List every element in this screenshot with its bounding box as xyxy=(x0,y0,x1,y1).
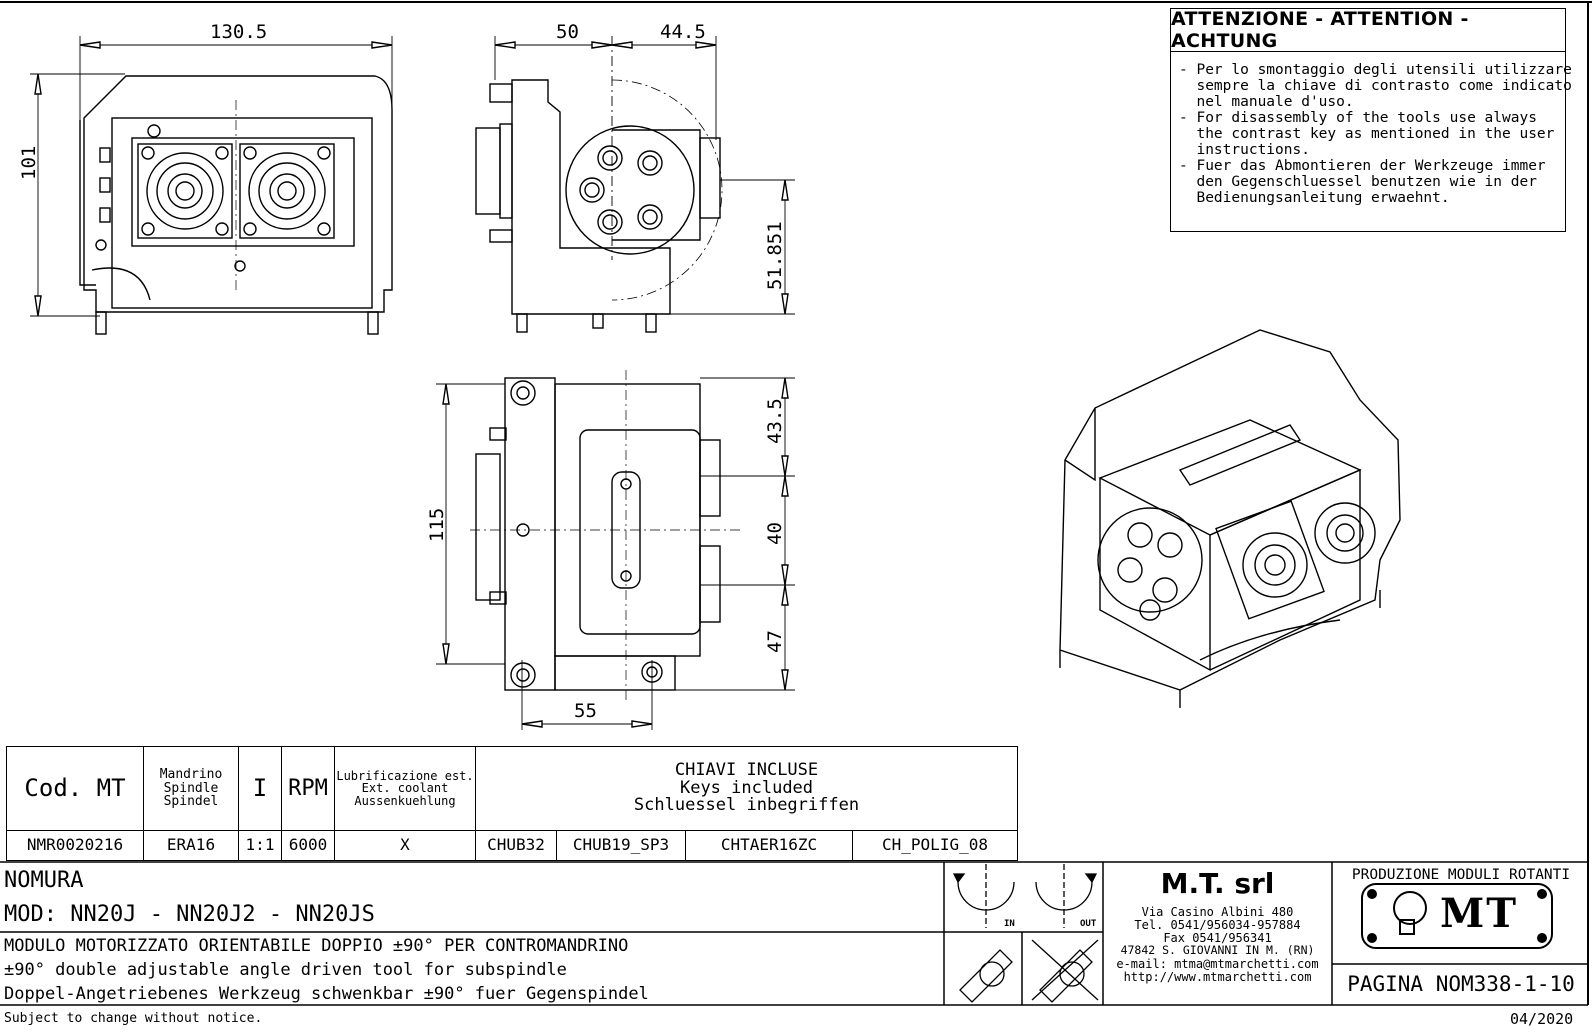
warning-line: - Per lo smontaggio degli utensili utili… xyxy=(1179,62,1572,78)
footer-date: 04/2020 xyxy=(1510,1010,1574,1028)
footer-notice: Subject to change without notice. xyxy=(4,1011,263,1026)
company-name: M.T. srl xyxy=(1160,867,1275,900)
page-number: PAGINA NOM338-1-10 xyxy=(1347,972,1575,996)
dim-right-h3: 47 xyxy=(764,630,786,653)
cell-key: CHUB19_SP3 xyxy=(556,830,686,861)
header-coolant-it: Lubrificazione est. xyxy=(336,768,474,783)
header-spindle-it: Mandrino xyxy=(159,767,223,783)
brand-title: NOMURA xyxy=(4,868,84,893)
warning-line: instructions. xyxy=(1179,142,1310,158)
company-fax: Fax 0541/956341 xyxy=(1163,931,1272,945)
warning-line: - Fuer das Abmontieren der Werkzeuge imm… xyxy=(1179,158,1546,174)
header-keys-de: Schluessel inbegriffen xyxy=(633,795,860,816)
company-address: Via Casino Albini 480 xyxy=(1141,905,1294,919)
warning-line: nel manuale d'uso. xyxy=(1179,94,1354,110)
description-en: ±90° double adjustable angle driven tool… xyxy=(4,960,567,980)
side-view xyxy=(475,36,795,333)
dim-front-height: 101 xyxy=(18,145,40,180)
header-spindle-en: Spindle xyxy=(163,780,219,796)
dim-bottom-width: 55 xyxy=(574,700,597,722)
warning-line: Bedienungsanleitung erwaehnt. xyxy=(1179,190,1450,206)
cell-coolant: X xyxy=(334,830,476,861)
mt-logo-icon xyxy=(1361,883,1553,949)
header-ratio: I xyxy=(238,746,282,831)
dim-side-width-a: 50 xyxy=(556,21,579,43)
dim-side-width-b: 44.5 xyxy=(660,21,706,43)
model-title: MOD: NN20J - NN20J2 - NN20JS xyxy=(4,902,375,927)
header-coolant: Lubrificazione est. Ext. coolant Aussenk… xyxy=(334,746,476,831)
description-it: MODULO MOTORIZZATO ORIENTABILE DOPPIO ±9… xyxy=(4,936,629,956)
title-block-frame xyxy=(0,861,1588,1006)
warning-line: den Gegenschluessel benutzen wie in der xyxy=(1179,174,1537,190)
dim-side-height: 51.851 xyxy=(764,221,786,290)
header-rpm: RPM xyxy=(281,746,335,831)
front-view xyxy=(30,36,393,335)
description-de: Doppel-Angetriebenes Werkzeug schwenkbar… xyxy=(4,984,649,1004)
header-keys: CHIAVI INCLUSE Keys included Schluessel … xyxy=(475,746,1018,831)
header-spindle: Mandrino Spindle Spindel xyxy=(143,746,239,831)
header-spindle-de: Spindel xyxy=(163,794,219,810)
company-email[interactable]: e-mail: mtma@mtmarchetti.com xyxy=(1116,957,1319,971)
cell-spindle: ERA16 xyxy=(143,830,239,861)
header-cod: Cod. MT xyxy=(6,746,144,831)
warning-line: sempre la chiave di contrasto come indic… xyxy=(1179,78,1572,94)
rotation-in-label: IN xyxy=(1004,919,1015,929)
division-label: PRODUZIONE MODULI ROTANTI xyxy=(1351,867,1571,883)
logo-text: MT xyxy=(1440,890,1519,937)
warning-line: - For disassembly of the tools use alway… xyxy=(1179,110,1537,126)
rotation-out-label: OUT xyxy=(1080,919,1097,929)
cell-cod: NMR0020216 xyxy=(6,830,144,861)
top-view xyxy=(436,370,795,730)
rotation-icons xyxy=(952,864,1099,1003)
warning-line: the contrast key as mentioned in the use… xyxy=(1179,126,1555,142)
warning-box: ATTENZIONE - ATTENTION - ACHTUNG - Per l… xyxy=(1170,8,1572,232)
isometric-view xyxy=(1059,329,1401,708)
dim-front-width: 130.5 xyxy=(210,21,268,43)
header-coolant-en: Ext. coolant xyxy=(361,781,449,796)
dim-right-h2: 40 xyxy=(764,522,786,545)
company-tel: Tel. 0541/956034-957884 xyxy=(1134,918,1301,932)
header-keys-en: Keys included xyxy=(679,777,814,798)
cell-rpm: 6000 xyxy=(281,830,335,861)
cell-key: CHTAER16ZC xyxy=(685,830,853,861)
dim-top-height: 115 xyxy=(426,507,448,542)
company-web[interactable]: http://www.mtmarchetti.com xyxy=(1123,970,1312,984)
dim-right-h1: 43.5 xyxy=(764,398,786,444)
spec-table: Cod. MT Mandrino Spindle Spindel I RPM L… xyxy=(6,746,1018,861)
header-keys-it: CHIAVI INCLUSE xyxy=(674,759,819,780)
cell-key: CHUB32 xyxy=(475,830,557,861)
header-coolant-de: Aussenkuehlung xyxy=(354,793,456,808)
warning-title: ATTENZIONE - ATTENTION - ACHTUNG xyxy=(1171,8,1565,52)
cell-ratio: 1:1 xyxy=(238,830,282,861)
cell-key: CH_POLIG_08 xyxy=(852,830,1018,861)
company-city: 47842 S. GIOVANNI IN M. (RN) xyxy=(1120,943,1315,957)
